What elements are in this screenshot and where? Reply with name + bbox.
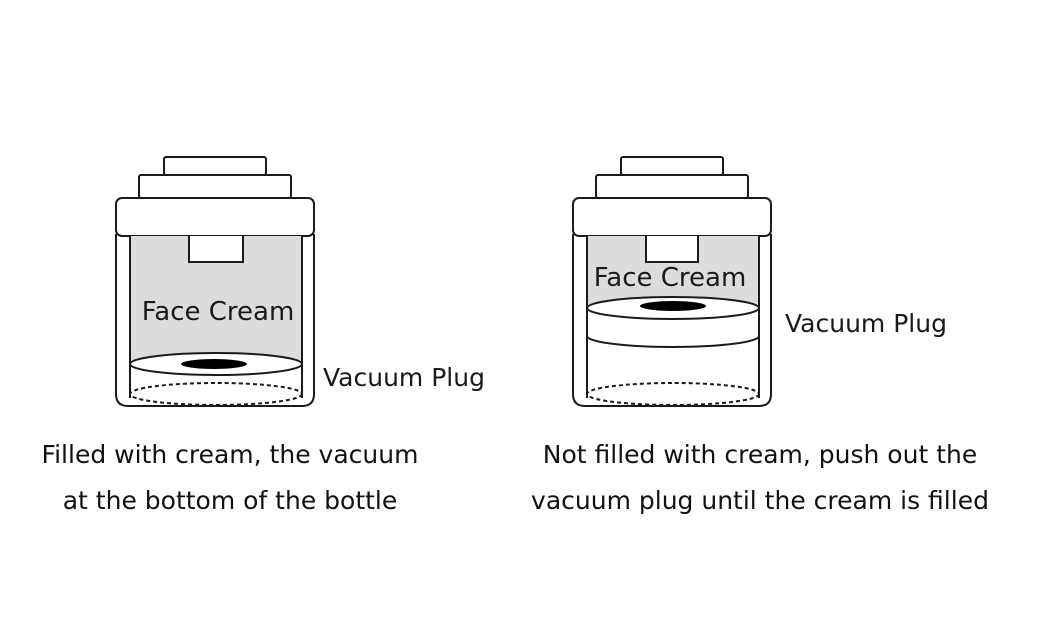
pump-tube [188,236,244,263]
vacuum-plug-label-left: Vacuum Plug [323,363,485,392]
bottle-body [572,234,772,407]
bottle-body [115,234,315,407]
face-cream-label-left: Face Cream [142,297,295,327]
caption-left: Filled with cream, the vacuum at the bot… [40,432,420,524]
bottle-shoulder [572,197,772,237]
caption-line: at the bottom of the bottle [62,486,398,515]
bottle-base-ellipse [129,382,303,406]
bottle-base-ellipse [586,382,760,406]
pump-tube [645,236,699,263]
pump-top-cap [620,156,724,176]
vacuum-plug-label-right: Vacuum Plug [785,309,947,338]
bottle-full [115,156,315,407]
caption-line: Not filled with cream, push out the [542,440,978,469]
face-cream-label-right: Face Cream [594,263,747,293]
caption-right: Not filled with cream, push out the vacu… [520,432,1000,524]
bottle-partial [572,156,772,407]
pump-top-cap [163,156,267,176]
vacuum-plug-hole [181,359,247,369]
bottle-shoulder [115,197,315,237]
vacuum-plug-hole [640,301,706,311]
caption-line: Filled with cream, the vacuum [41,440,419,469]
pump-collar [138,174,292,199]
pump-collar [595,174,749,199]
caption-line: vacuum plug until the cream is filled [531,486,989,515]
